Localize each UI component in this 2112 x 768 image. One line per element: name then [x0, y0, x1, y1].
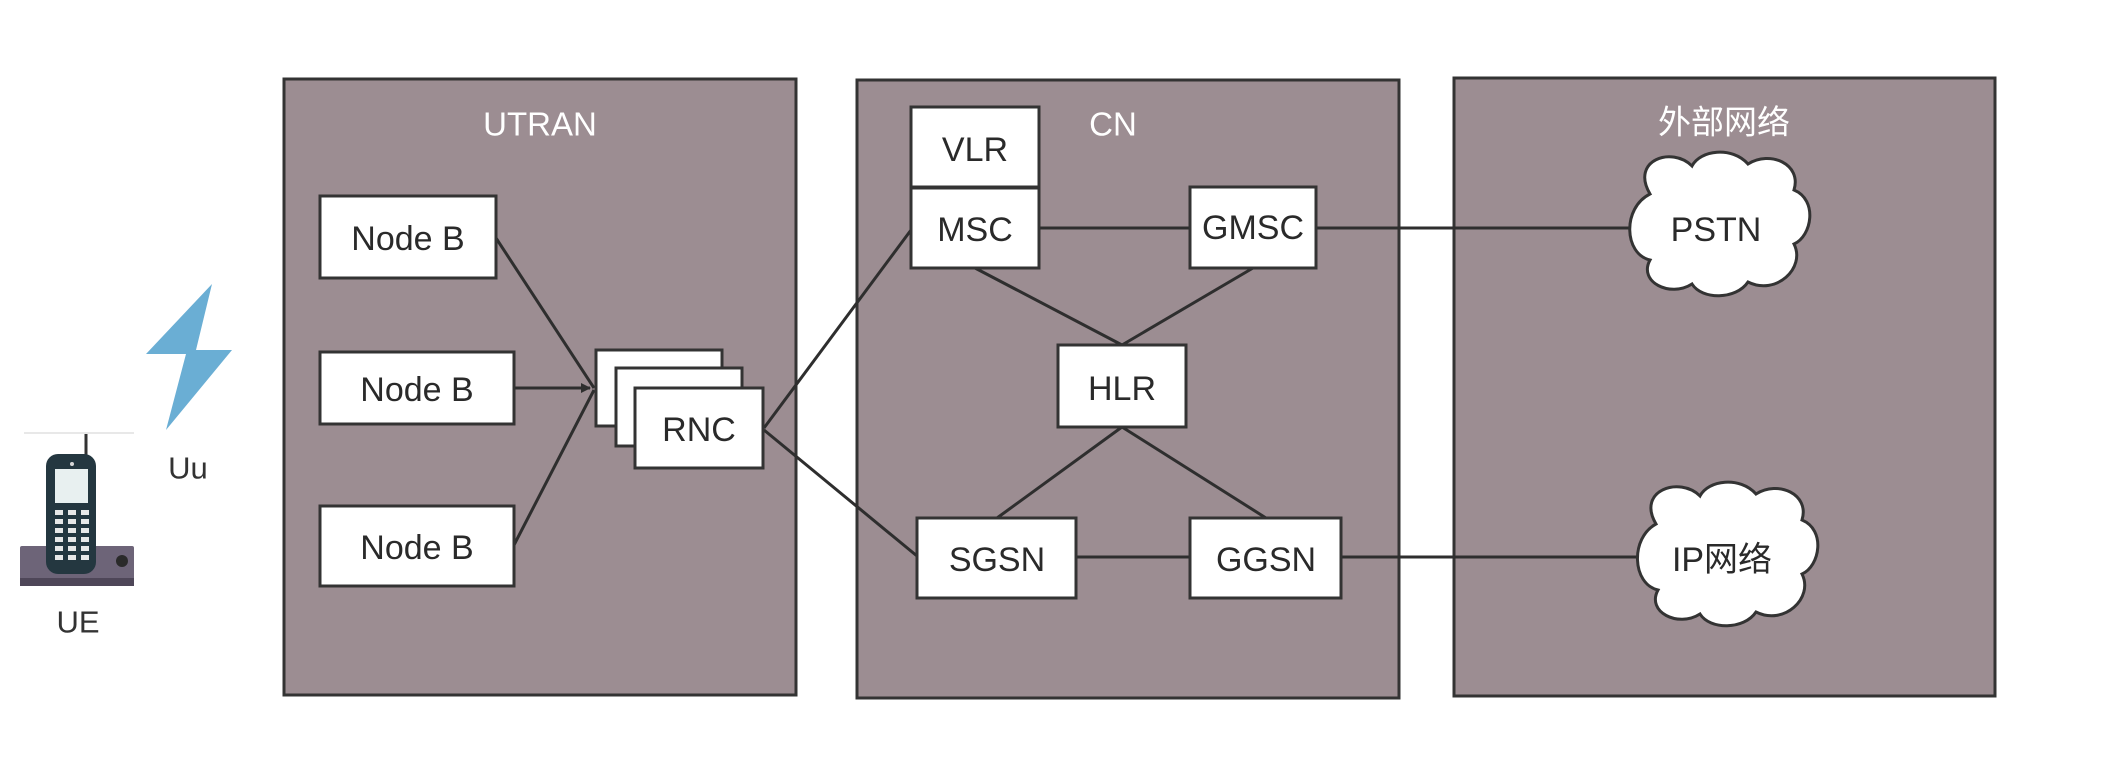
nodeb-1-label: Node B [351, 220, 464, 258]
external-network-title: 外部网络 [1658, 104, 1790, 141]
link-hlr-ggsn [1121, 425, 1267, 520]
sgsn-label: SGSN [949, 541, 1045, 579]
pstn-label: PSTN [1671, 211, 1762, 249]
ip-network-cloud: IP网络 [1636, 480, 1820, 628]
ggsn-label: GGSN [1216, 541, 1316, 579]
connection-lines [494, 226, 1638, 559]
utran-title: UTRAN [483, 106, 597, 143]
uu-label: Uu [168, 451, 208, 486]
link-rnc-msc [762, 229, 913, 429]
hlr-node: HLR [1056, 343, 1188, 429]
cn-title: CN [1089, 106, 1137, 143]
nodeb-3-label: Node B [360, 529, 473, 567]
link-rnc-sgsn [763, 428, 918, 558]
gmsc-node: GMSC [1188, 185, 1318, 270]
pstn-cloud: PSTN [1628, 150, 1812, 298]
msc-node: MSC [909, 186, 1041, 270]
mobile-phone-icon [20, 432, 134, 586]
gmsc-label: GMSC [1202, 209, 1304, 247]
rnc-stack: RNC [594, 348, 765, 470]
sgsn-node: SGSN [915, 516, 1078, 600]
link-nodeb3-rnc [512, 389, 596, 546]
nodeb-2-label: Node B [360, 371, 473, 409]
lightning-bolt-icon [146, 284, 232, 430]
vlr-node: VLR [909, 105, 1041, 189]
vlr-label: VLR [942, 131, 1008, 169]
ip-network-label: IP网络 [1672, 541, 1772, 579]
nodeb-3: Node B [318, 504, 516, 588]
link-hlr-sgsn [996, 425, 1123, 520]
link-nodeb1-rnc [494, 237, 596, 389]
ggsn-node: GGSN [1188, 516, 1343, 600]
link-msc-hlr [974, 266, 1123, 347]
ue-label: UE [56, 605, 99, 640]
nodeb-1: Node B [318, 194, 498, 280]
nodeb-2: Node B [318, 350, 516, 426]
link-gmsc-hlr [1121, 266, 1254, 347]
rnc-label: RNC [662, 411, 736, 449]
hlr-label: HLR [1088, 370, 1156, 408]
msc-label: MSC [937, 211, 1013, 249]
